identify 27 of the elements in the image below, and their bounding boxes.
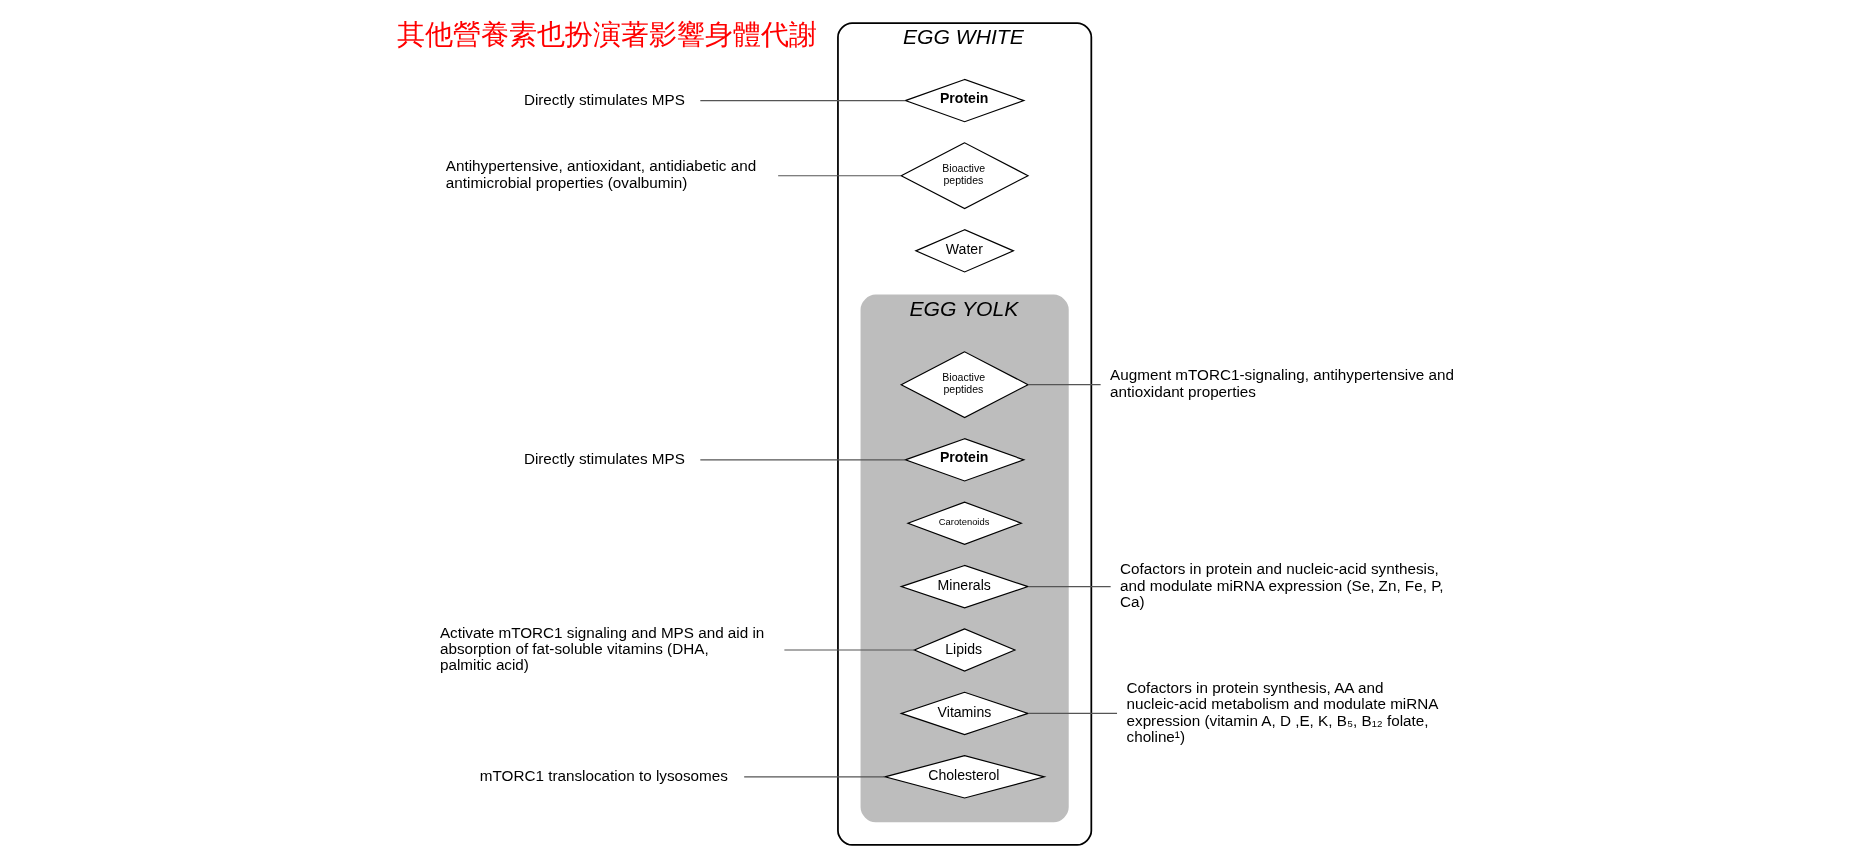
node-diamond: Lipids — [912, 627, 1016, 672]
node-text: Directly stimulates MPS — [523, 90, 685, 108]
connector — [699, 99, 906, 101]
node-diamond: Cholesterol — [882, 754, 1047, 799]
connector — [699, 458, 906, 460]
node-text: Cofactors in protein synthesis, AA and nucleic-acid metabolism and modulate miRNA expression (vitamin A, D ,E, K, B₅, B₁₂ folate, choline¹) — [1126, 678, 1438, 745]
label: 其他營養素也扮演著影響身體代謝 — [396, 17, 817, 51]
connector — [777, 174, 901, 176]
node-diamond: Minerals — [898, 564, 1030, 608]
node-diamond: Carotenoids — [905, 500, 1023, 545]
connector — [743, 775, 885, 777]
node-diamond: Bioactive peptides — [899, 141, 1029, 209]
node-text: Activate mTORC1 signaling and MPS and aid in absorption of fat-soluble vitamins (DHA, palmitic acid) — [439, 623, 764, 673]
connector — [1027, 383, 1101, 385]
node-diamond: Protein — [903, 78, 1026, 122]
node-text: Augment mTORC1-signaling, antihypertensive and antioxidant properties — [1109, 365, 1454, 400]
node-diamond: Water — [913, 228, 1015, 273]
node-diamond: Protein — [903, 437, 1026, 482]
node-text: mTORC1 translocation to lysosomes — [479, 766, 728, 784]
connector — [1027, 585, 1111, 587]
connector — [1027, 712, 1118, 714]
connector — [783, 648, 915, 651]
node-diamond: Bioactive peptides — [899, 350, 1029, 418]
node-diamond: Vitamins — [898, 691, 1030, 735]
node-text: Antihypertensive, antioxidant, antidiabetic and antimicrobial properties (ovalbumin) — [445, 156, 756, 191]
node-text: Directly stimulates MPS — [523, 449, 685, 467]
node-text: Cofactors in protein and nucleic-acid synthesis, and modulate miRNA expression (Se, Zn, Fe, P, Ca) — [1119, 559, 1444, 610]
